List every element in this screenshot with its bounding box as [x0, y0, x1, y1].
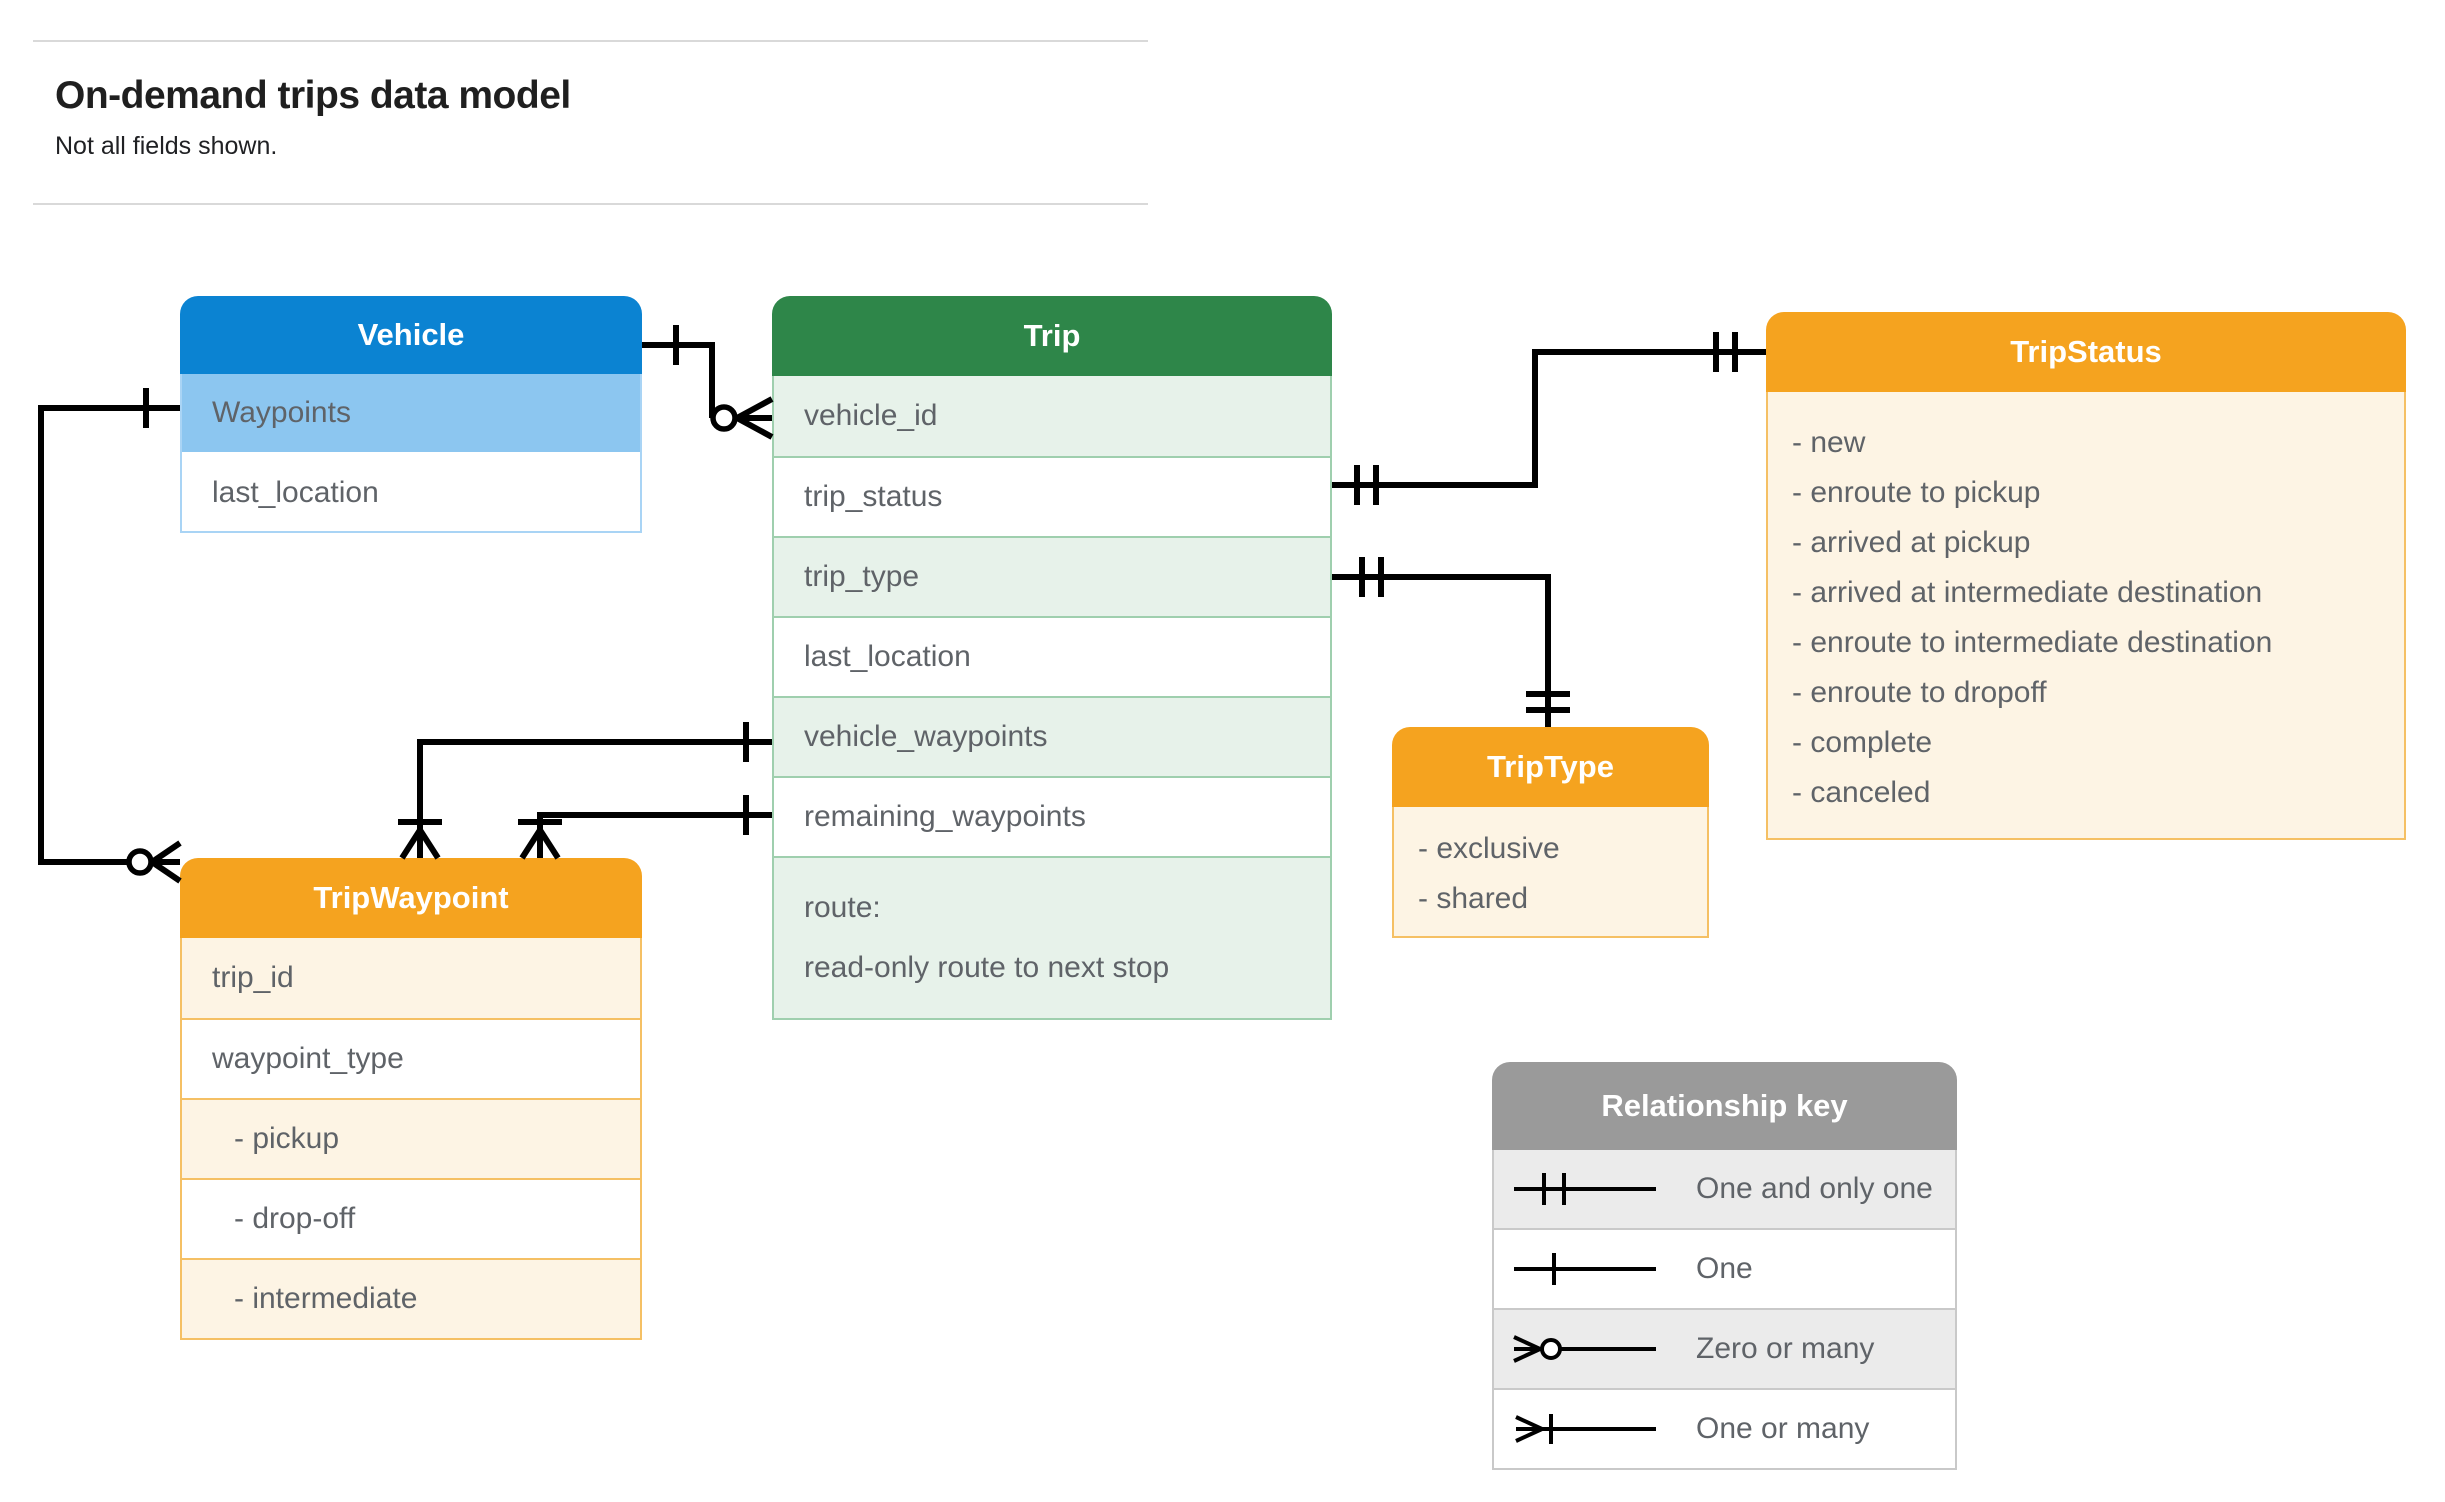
field-vehicle-last-location: last_location [182, 452, 640, 531]
entity-trip-type-title: TripType [1392, 727, 1709, 807]
entity-trip-status-title: TripStatus [1766, 312, 2406, 392]
field-waypoint-type: waypoint_type [182, 1018, 640, 1098]
entity-trip-waypoint-title: TripWaypoint [180, 858, 642, 938]
key-label: One or many [1696, 1412, 1870, 1445]
one-symbol [1514, 1253, 1656, 1285]
relationship-key-title: Relationship key [1492, 1062, 1957, 1150]
key-row-one-and-only-one: One and only one [1494, 1150, 1955, 1228]
enum-value: - enroute to dropoff [1792, 676, 2047, 709]
key-label: One and only one [1696, 1172, 1933, 1205]
connector-trip-type-to-trip-type [1332, 557, 1570, 727]
field-trip-route: route: read-only route to next stop [774, 856, 1330, 1018]
enum-waypoint-pickup: - pickup [182, 1098, 640, 1178]
connector-vehicle-waypoints-to-trip-waypoint [38, 388, 182, 884]
relationship-key-body: One and only one One Zer [1492, 1150, 1957, 1470]
top-divider [33, 40, 1148, 42]
connector-vehicle-to-trip-vehicle-id [642, 325, 774, 440]
connector-vehicle-waypoints-field-to-trip-waypoint [398, 722, 772, 860]
key-row-zero-or-many: Zero or many [1494, 1308, 1955, 1388]
title-bottom-divider [33, 203, 1148, 205]
field-trip-last-location: last_location [774, 616, 1330, 696]
field-trip-status: trip_status [774, 456, 1330, 536]
entity-trip-title: Trip [772, 296, 1332, 376]
enum-value: - arrived at pickup [1792, 526, 2031, 559]
route-description: read-only route to next stop [804, 951, 1170, 984]
enum-value: - shared [1418, 882, 1529, 915]
enum-value: - canceled [1792, 776, 1931, 809]
entity-vehicle: Vehicle Waypoints last_location [180, 296, 642, 533]
key-row-one: One [1494, 1228, 1955, 1308]
field-vehicle-waypoints: Waypoints [182, 374, 640, 452]
entity-trip: Trip vehicle_id trip_status trip_type la… [772, 296, 1332, 1020]
entity-trip-status: TripStatus - new - enroute to pickup - a… [1766, 312, 2406, 840]
zero-or-many-symbol [1513, 1335, 1656, 1363]
route-label: route: [804, 891, 881, 924]
key-row-one-or-many: One or many [1494, 1388, 1955, 1468]
connector-remaining-waypoints-to-trip-waypoint [518, 795, 772, 860]
one-or-many-symbol [1515, 1414, 1656, 1444]
relationship-key: Relationship key One and only one One [1492, 1062, 1957, 1470]
enum-waypoint-intermediate: - intermediate [182, 1258, 640, 1338]
enum-value: - new [1792, 426, 1866, 459]
trip-type-values: - exclusive - shared [1392, 807, 1709, 938]
one-and-only-one-symbol [1514, 1173, 1656, 1205]
connector-trip-status-to-trip-status [1332, 332, 1766, 505]
entity-trip-waypoint: TripWaypoint trip_id waypoint_type - pic… [180, 858, 642, 1340]
key-label: One [1696, 1252, 1753, 1285]
field-trip-remaining-waypoints: remaining_waypoints [774, 776, 1330, 856]
entity-trip-body: vehicle_id trip_status trip_type last_lo… [772, 376, 1332, 1020]
field-trip-vehicle-id: vehicle_id [774, 376, 1330, 456]
key-label: Zero or many [1696, 1332, 1875, 1365]
enum-value: - enroute to pickup [1792, 476, 2041, 509]
entity-vehicle-body: Waypoints last_location [180, 374, 642, 533]
enum-waypoint-dropoff: - drop-off [182, 1178, 640, 1258]
enum-value: - exclusive [1418, 832, 1560, 865]
entity-trip-type: TripType - exclusive - shared [1392, 727, 1709, 938]
page-subtitle: Not all fields shown. [55, 132, 278, 160]
entity-vehicle-title: Vehicle [180, 296, 642, 374]
entity-trip-waypoint-body: trip_id waypoint_type - pickup - drop-of… [180, 938, 642, 1340]
page-title: On-demand trips data model [55, 74, 571, 117]
trip-status-values: - new - enroute to pickup - arrived at p… [1766, 392, 2406, 840]
field-trip-type: trip_type [774, 536, 1330, 616]
enum-value: - complete [1792, 726, 1933, 759]
field-trip-vehicle-waypoints: vehicle_waypoints [774, 696, 1330, 776]
enum-value: - enroute to intermediate destination [1792, 626, 2273, 659]
enum-value: - arrived at intermediate destination [1792, 576, 2263, 609]
field-waypoint-trip-id: trip_id [182, 938, 640, 1018]
